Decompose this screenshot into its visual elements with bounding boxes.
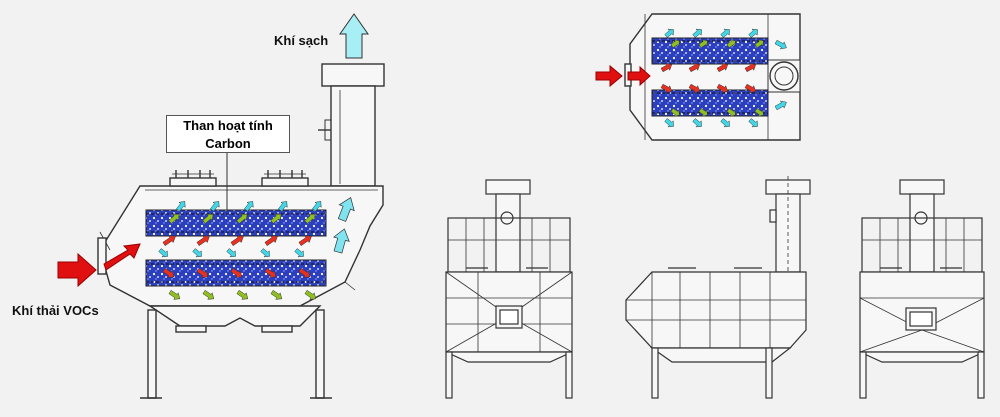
airflow-arrow-icon (230, 267, 243, 278)
airflow-arrow-icon (660, 83, 673, 94)
airflow-arrow-icon (670, 39, 680, 49)
outlet-arrows (333, 197, 355, 254)
airflow-arrow-icon (744, 83, 757, 94)
airflow-arrow-icon (698, 39, 708, 49)
airflow-arrow-icon (236, 214, 248, 224)
airflow-arrow-icon (264, 235, 278, 247)
airflow-arrow-icon (202, 289, 215, 300)
support-leg-right (315, 309, 325, 399)
airflow-arrow-icon (162, 267, 175, 278)
side-elevation (625, 176, 811, 399)
airflow-arrow-icon (158, 248, 168, 258)
airflow-arrow-icon (716, 83, 729, 94)
airflow-arrow-icon (670, 107, 680, 117)
airflow-arrow-icon (664, 118, 674, 128)
airflow-arrow-icon (244, 201, 254, 212)
airflow-arrow-icon (230, 235, 244, 247)
plan-airflow-arrows (660, 28, 787, 128)
chimney-duct (330, 85, 376, 187)
airflow-arrow-icon (744, 62, 757, 73)
airflow-arrow-icon (774, 100, 787, 111)
airflow-arrow-icon (294, 248, 304, 258)
carbon-callout: Than hoạt tính Carbon (166, 115, 290, 153)
airflow-arrow-icon (270, 214, 282, 224)
airflow-arrow-icon (260, 248, 270, 258)
airflow-arrow-icon (720, 118, 730, 128)
airflow-arrow-icon (270, 289, 283, 300)
airflow-arrow-icon (304, 214, 316, 224)
top-access-lid-right (261, 170, 309, 187)
airflow-arrow-icon (688, 62, 701, 73)
airflow-arrow-icon (692, 118, 702, 128)
airflow-arrow-icon (748, 118, 758, 128)
airflow-arrows (158, 201, 322, 300)
airflow-arrow-icon (688, 83, 701, 94)
front-elevation (445, 179, 573, 399)
airflow-arrow-icon (298, 235, 312, 247)
inlet-flange (97, 237, 107, 275)
inlet-red-arrow-icon (595, 64, 623, 88)
airflow-arrow-icon (304, 289, 317, 300)
airflow-arrow-icon (236, 289, 249, 300)
airflow-arrow-icon (202, 214, 214, 224)
airflow-arrow-icon (168, 214, 180, 224)
inlet-red-arrow-icon (627, 65, 651, 87)
airflow-arrow-icon (196, 267, 209, 278)
inlet-red-arrow-icon (57, 252, 97, 288)
airflow-arrow-icon (196, 235, 210, 247)
back-elevation (859, 179, 985, 399)
airflow-arrow-icon (168, 289, 181, 300)
airflow-arrow-icon (664, 28, 674, 38)
airflow-arrow-icon (312, 201, 322, 212)
airflow-arrow-icon (176, 201, 186, 212)
airflow-arrow-icon (726, 107, 736, 117)
airflow-arrow-icon (716, 62, 729, 73)
plan-carbon-bed-upper (651, 37, 769, 65)
airflow-arrow-icon (748, 28, 758, 38)
clean-air-label: Khí sạch (274, 33, 329, 48)
airflow-arrow-icon (754, 39, 764, 49)
bottom-hopper (147, 305, 322, 327)
airflow-arrow-icon (298, 267, 311, 278)
airflow-arrow-icon (192, 248, 202, 258)
airflow-arrow-icon (264, 267, 277, 278)
airflow-arrow-icon (660, 62, 673, 73)
airflow-arrow-icon (210, 201, 220, 212)
top-access-lid-left (169, 170, 217, 187)
airflow-arrow-icon (162, 235, 176, 247)
outlet-cyan-arrow-icon (337, 197, 355, 222)
airflow-arrow-icon (278, 201, 288, 212)
airflow-arrow-icon (726, 39, 736, 49)
chimney-cap (321, 63, 385, 87)
carbon-callout-line2: Carbon (205, 136, 251, 151)
carbon-callout-line1: Than hoạt tính (183, 118, 273, 133)
support-leg-left (147, 309, 157, 399)
outlet-cyan-arrow-icon (333, 228, 350, 254)
clean-air-up-arrow-icon (339, 13, 369, 59)
exhaust-inlet-label: Khí thải VOCs (12, 303, 99, 318)
airflow-arrow-icon (698, 107, 708, 117)
airflow-arrow-icon (692, 28, 702, 38)
airflow-arrow-icon (774, 39, 787, 50)
airflow-arrow-icon (754, 107, 764, 117)
plan-view (624, 13, 801, 141)
plan-carbon-bed-lower (651, 89, 769, 117)
airflow-arrow-icon (720, 28, 730, 38)
inlet-red-arrow-icon (103, 243, 141, 271)
airflow-arrow-icon (226, 248, 236, 258)
